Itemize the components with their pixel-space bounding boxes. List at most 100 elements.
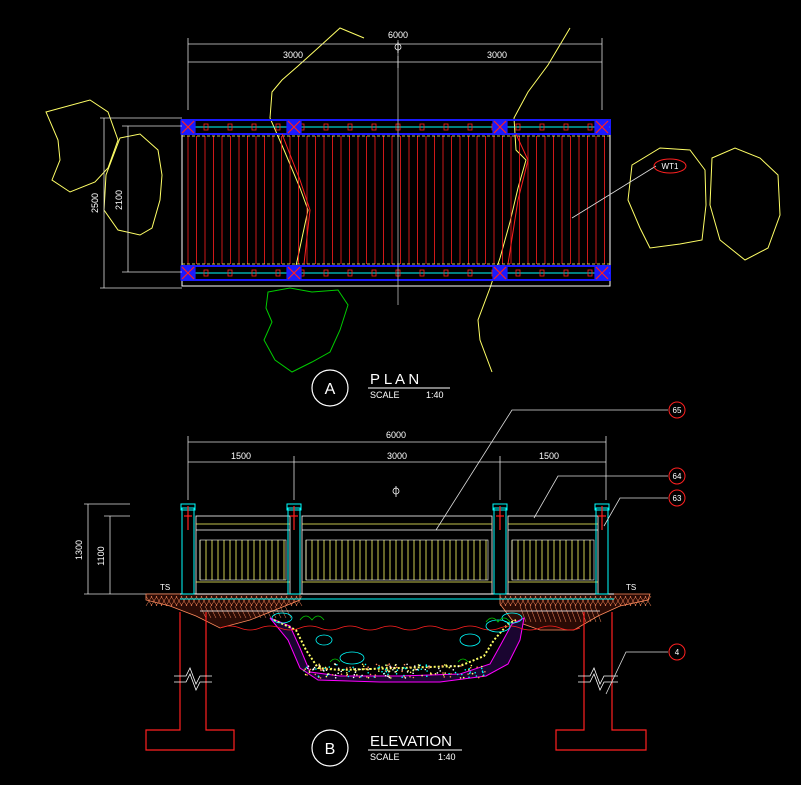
gravel-dot: [403, 663, 406, 666]
gravel-dot: [414, 665, 416, 667]
gravel-dot: [476, 666, 478, 668]
gravel-dot: [349, 666, 351, 669]
plan-post-cross: [287, 266, 301, 280]
water-edge-right: [477, 27, 571, 373]
gravel-dot: [412, 672, 414, 675]
gravel-dot: [394, 664, 397, 667]
gravel-dot: [386, 675, 389, 677]
gravel-dot: [396, 669, 399, 671]
plan-baluster: [251, 269, 257, 277]
plan-post-cross: [595, 266, 609, 280]
gravel-dot: [471, 672, 474, 675]
hatch-line: [145, 595, 153, 607]
gravel-dot: [444, 664, 446, 666]
hatch-line: [644, 595, 652, 607]
hatch-line: [564, 605, 572, 623]
hatch-line: [534, 595, 542, 607]
gravel-dot: [373, 676, 376, 678]
plan-post-markers: [180, 119, 610, 281]
hatch-line: [549, 595, 557, 607]
gravel-dot: [340, 670, 343, 673]
gravel-dot: [348, 670, 350, 673]
gravel-dot: [312, 668, 315, 670]
hatch-line: [150, 595, 158, 607]
plan-baluster: [203, 123, 209, 131]
gravel-dot: [409, 676, 411, 678]
gravel-dot: [442, 672, 444, 674]
gravel-dot: [387, 664, 389, 667]
gravel-dot: [337, 667, 340, 670]
hatch-line: [594, 595, 602, 607]
plan-title-letter: A: [325, 381, 336, 398]
gravel-dot: [405, 667, 407, 670]
gravel-dot: [320, 669, 322, 672]
hatch-line: [234, 605, 242, 619]
gravel-dot: [354, 671, 357, 673]
hatch-line: [265, 595, 273, 607]
hatch-line: [190, 595, 198, 607]
gravel-dot: [461, 663, 464, 666]
gravel-dot: [420, 668, 423, 670]
elev-callout-64-circle: [668, 467, 686, 485]
plan-baluster: [347, 269, 353, 277]
elev-ts-left: TS: [160, 583, 170, 592]
gravel-dot: [352, 676, 355, 679]
gravel-dot: [426, 670, 428, 672]
gravel-dot: [469, 671, 472, 673]
hatch-line: [295, 595, 303, 607]
plan-baluster: [323, 269, 329, 277]
gravel-dot: [345, 674, 348, 677]
hatch-line: [185, 595, 193, 607]
elev-dim-right: 1500: [539, 451, 559, 461]
gravel-dot: [467, 673, 469, 675]
elev-callout-63: 63: [673, 494, 682, 503]
elev-rail-panel: [305, 539, 489, 581]
elev-stream-plants: [299, 615, 511, 663]
gravel-dot: [438, 667, 440, 670]
plan-baluster: [443, 123, 449, 131]
gravel-dot: [317, 675, 320, 678]
hatch-line: [165, 595, 173, 607]
plan-scale-label: SCALE: [370, 390, 400, 400]
hatch-line: [244, 605, 252, 619]
gravel-dot: [315, 668, 317, 670]
hatch-line: [519, 605, 527, 623]
gravel-dot: [313, 666, 316, 669]
gravel-dot: [319, 677, 322, 679]
gravel-dot: [403, 667, 405, 669]
gravel-dot: [450, 665, 452, 667]
gravel-dot: [369, 673, 372, 676]
gravel-dot: [367, 669, 369, 671]
elev-stream-bed: [269, 617, 525, 683]
plan-post-cross: [181, 120, 195, 134]
rock-outline-left-1: [45, 99, 119, 193]
plan-baluster: [371, 123, 377, 131]
hatch-line: [599, 595, 607, 607]
elev-title-letter: B: [325, 741, 336, 758]
gravel-dot: [459, 677, 462, 679]
gravel-dot: [385, 668, 387, 671]
elev-rail-frame: [195, 515, 291, 595]
gravel-dot: [331, 674, 334, 676]
elev-foundation-right: [555, 612, 647, 751]
elev-ground-right: [499, 593, 651, 631]
gravel-dot: [393, 667, 395, 670]
plan-baluster: [275, 123, 281, 131]
elev-dim-mid: 3000: [387, 451, 407, 461]
gravel-dot: [334, 674, 337, 676]
gravel-dot: [388, 675, 391, 677]
elev-rail-panel: [199, 539, 287, 581]
gravel-dot: [436, 672, 439, 674]
hatch-line: [280, 595, 288, 607]
hatch-line: [274, 605, 282, 619]
hatch-line: [524, 595, 532, 607]
gravel-dot: [375, 663, 378, 666]
plan-tag-bubble: [653, 158, 687, 174]
gravel-dot: [334, 677, 337, 679]
elev-dimensions-left: [84, 503, 180, 595]
plan-baluster: [419, 123, 425, 131]
hatch-line: [260, 595, 268, 607]
hatch-line: [269, 605, 277, 619]
gravel-dot: [322, 669, 325, 672]
hatch-line: [584, 605, 592, 623]
